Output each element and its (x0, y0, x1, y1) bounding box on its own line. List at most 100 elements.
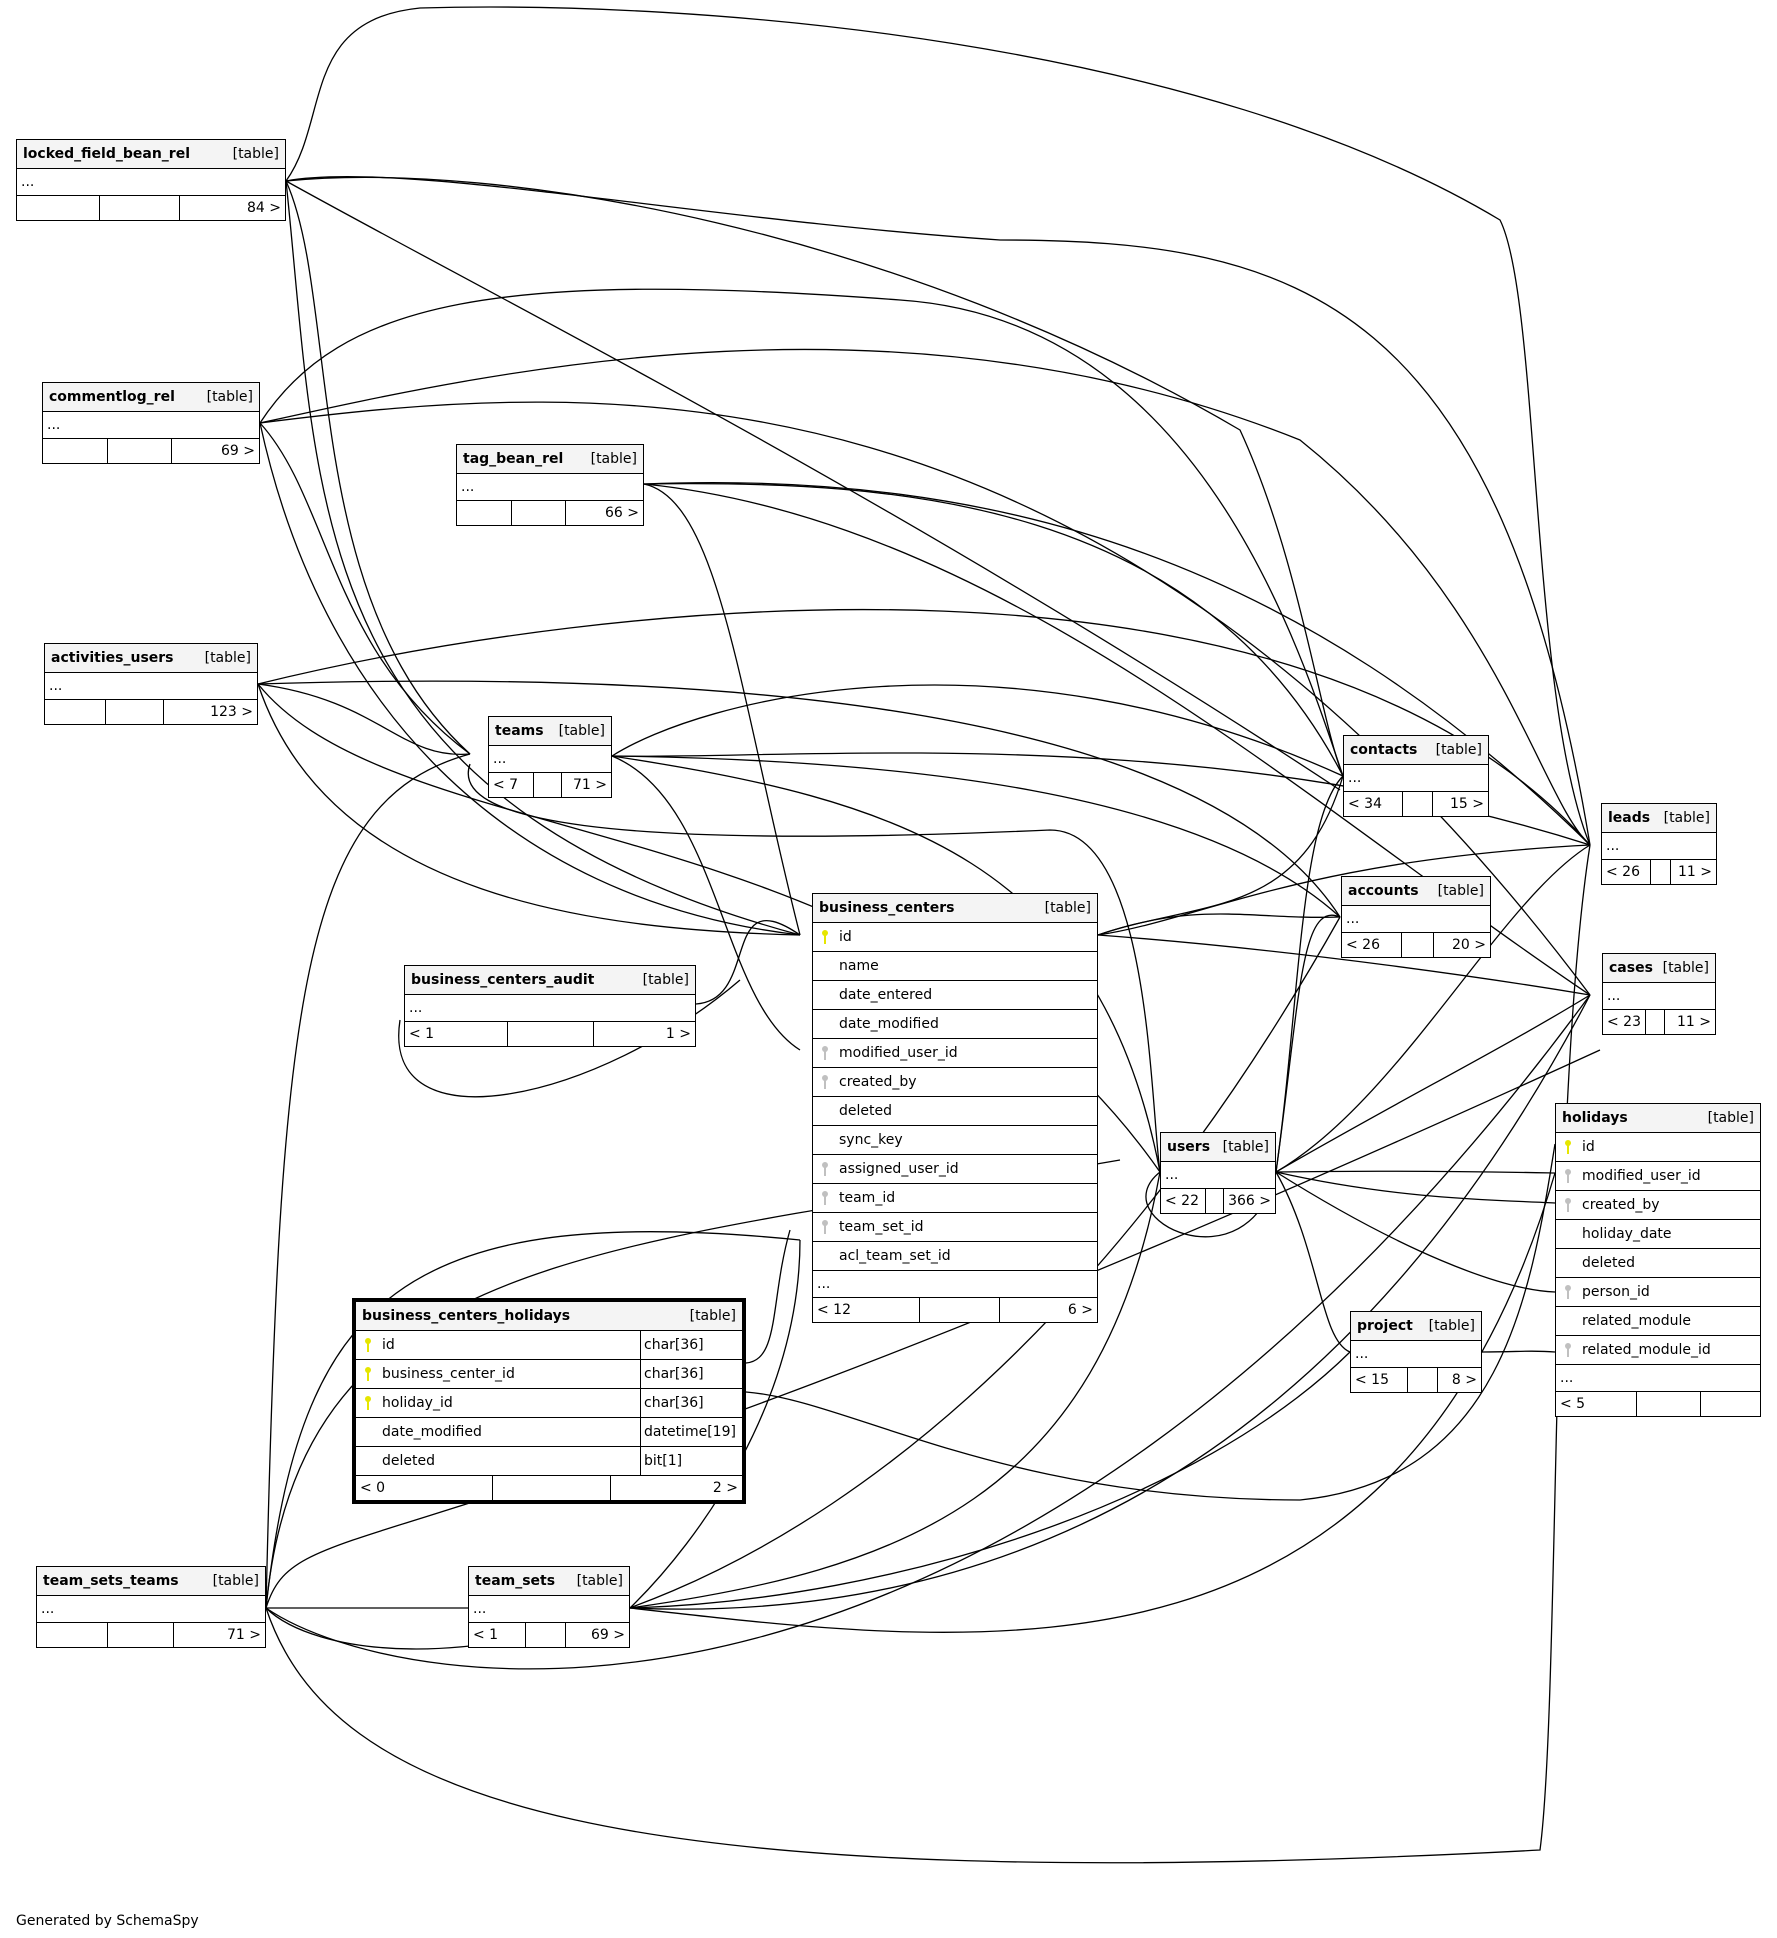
column-name: holiday_date (1582, 1226, 1672, 1242)
column-name: related_module_id (1582, 1342, 1711, 1358)
column-row[interactable]: holiday_date (1556, 1220, 1760, 1249)
children-count: 8 > (1437, 1368, 1481, 1392)
column-cell: team_id (813, 1184, 1097, 1212)
table-name: locked_field_bean_rel (23, 146, 190, 162)
foreign-key-icon (817, 1161, 833, 1177)
table-name: commentlog_rel (49, 389, 175, 405)
columns-ellipsis: ... (469, 1596, 629, 1623)
foreign-key-icon (1560, 1197, 1576, 1213)
column-row[interactable]: id (813, 923, 1097, 952)
column-row[interactable]: assigned_user_id (813, 1155, 1097, 1184)
columns-ellipsis: ... (1602, 833, 1716, 860)
relationship-edge (695, 919, 801, 1005)
column-row[interactable]: date_entered (813, 981, 1097, 1010)
column-row[interactable]: created_by (813, 1068, 1097, 1097)
parents-count: < 34 (1348, 796, 1382, 812)
table-commentlog-rel[interactable]: commentlog_rel[table] ... 69 > (42, 382, 260, 464)
column-name: modified_user_id (1582, 1168, 1701, 1184)
column-cell: assigned_user_id (813, 1155, 1097, 1183)
relationship-edge (259, 422, 471, 755)
children-count (1700, 1392, 1760, 1416)
column-row[interactable]: modified_user_id (813, 1039, 1097, 1068)
column-row[interactable]: acl_team_set_id (813, 1242, 1097, 1271)
table-activities-users[interactable]: activities_users[table] ... 123 > (44, 643, 258, 725)
table-kind: [table] (590, 451, 637, 467)
column-row[interactable]: created_by (1556, 1191, 1760, 1220)
column-row[interactable]: team_id (813, 1184, 1097, 1213)
table-name: accounts (1348, 883, 1419, 899)
column-name: team_id (839, 1190, 896, 1206)
relationship-edge (1275, 775, 1344, 1173)
column-row[interactable]: modified_user_id (1556, 1162, 1760, 1191)
parents-count: < 0 (360, 1480, 386, 1496)
table-tag-bean-rel[interactable]: tag_bean_rel[table] ... 66 > (456, 444, 644, 526)
column-name: assigned_user_id (839, 1161, 959, 1177)
table-kind: [table] (558, 723, 605, 739)
column-row[interactable]: date_modified (813, 1010, 1097, 1039)
children-count: 11 > (1664, 1010, 1715, 1034)
columns-ellipsis: ... (1342, 906, 1490, 933)
column-row[interactable]: team_set_id (813, 1213, 1097, 1242)
column-row[interactable]: name (813, 952, 1097, 981)
table-locked-field-bean-rel[interactable]: locked_field_bean_rel[table] ... 84 > (16, 139, 286, 221)
column-name: acl_team_set_id (839, 1248, 951, 1264)
foreign-key-icon (817, 1074, 833, 1090)
parents-count: < 26 (1606, 864, 1640, 880)
column-row[interactable]: related_module_id (1556, 1336, 1760, 1365)
relationship-edge (285, 180, 801, 936)
column-row[interactable]: deleted (813, 1097, 1097, 1126)
children-count: 69 > (171, 439, 259, 463)
column-name: deleted (1582, 1255, 1635, 1271)
children-count: 20 > (1433, 933, 1490, 957)
column-cell: id (813, 923, 1097, 951)
table-name: project (1357, 1318, 1413, 1334)
table-name: business_centers_audit (411, 972, 595, 988)
column-name: date_entered (839, 987, 933, 1003)
column-row[interactable]: deleted (1556, 1249, 1760, 1278)
column-name: business_center_id (382, 1366, 515, 1382)
table-name: users (1167, 1139, 1211, 1155)
columns-ellipsis: ... (1351, 1341, 1481, 1368)
footer-spacer (107, 439, 171, 463)
footer-spacer (107, 1623, 173, 1647)
footer-spacer (1401, 933, 1433, 957)
column-name: created_by (839, 1074, 917, 1090)
column-name: deleted (382, 1453, 435, 1469)
columns-ellipsis: ... (489, 746, 611, 773)
column-row[interactable]: person_id (1556, 1278, 1760, 1307)
parents-count (17, 196, 99, 220)
table-kind: [table] (1663, 810, 1710, 826)
column-row[interactable]: id (1556, 1133, 1760, 1162)
footer-spacer (1645, 1010, 1664, 1034)
relationship-edge (1275, 914, 1341, 1173)
columns-ellipsis: ... (45, 673, 257, 700)
column-row[interactable]: related_module (1556, 1307, 1760, 1336)
columns-ellipsis: ... (1161, 1162, 1275, 1189)
relationship-edge (257, 680, 1341, 918)
relationship-edge (1275, 1170, 1556, 1174)
table-team-sets-teams[interactable]: team_sets_teams[table] ... 71 > (36, 1566, 266, 1648)
children-count: 366 > (1223, 1189, 1275, 1213)
table-kind: [table] (576, 1573, 623, 1589)
column-row[interactable]: sync_key (813, 1126, 1097, 1155)
table-name: teams (495, 723, 544, 739)
